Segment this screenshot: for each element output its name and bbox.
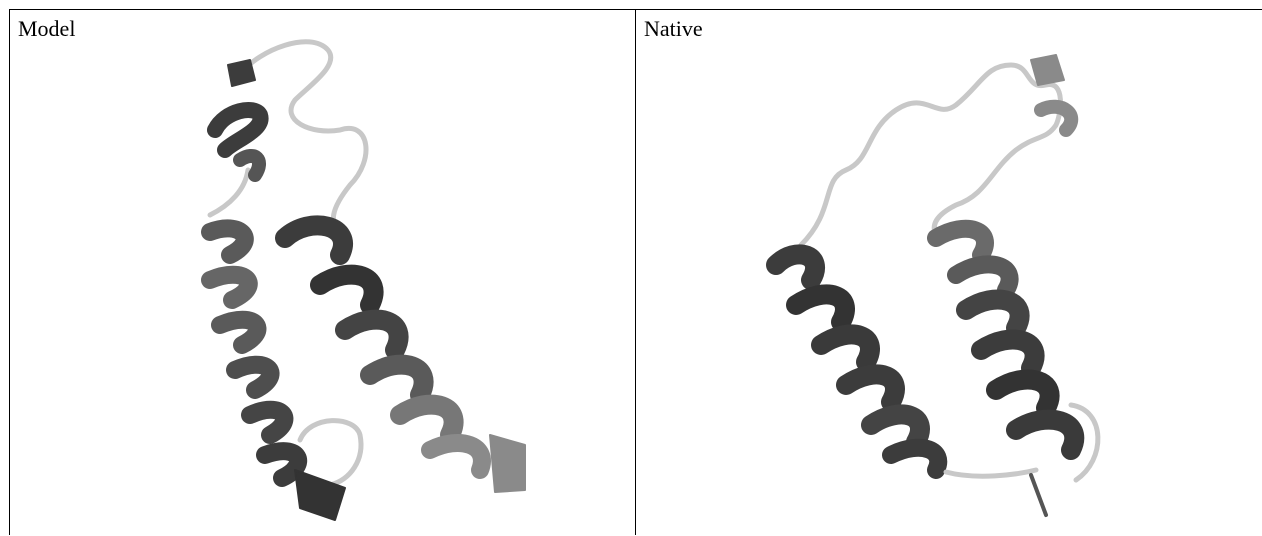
native-structure-image — [636, 10, 1262, 536]
model-panel: Model — [10, 10, 636, 535]
native-loop-long — [801, 65, 1060, 245]
native-n-terminal — [1031, 475, 1046, 515]
native-top-strand — [1031, 55, 1064, 85]
native-panel: Native — [636, 10, 1262, 535]
model-structure-image — [10, 10, 636, 536]
native-helix-right — [936, 229, 1074, 450]
model-helix-right — [285, 225, 482, 470]
native-helix-left — [776, 254, 938, 470]
native-loop-bottom — [946, 470, 1036, 476]
model-end-strand — [295, 470, 345, 520]
model-helix-left — [210, 228, 298, 478]
figure-table: Model — [9, 9, 1262, 535]
model-loop-mid — [210, 170, 248, 215]
model-helix-top — [215, 60, 261, 175]
model-c-terminal — [490, 435, 525, 492]
